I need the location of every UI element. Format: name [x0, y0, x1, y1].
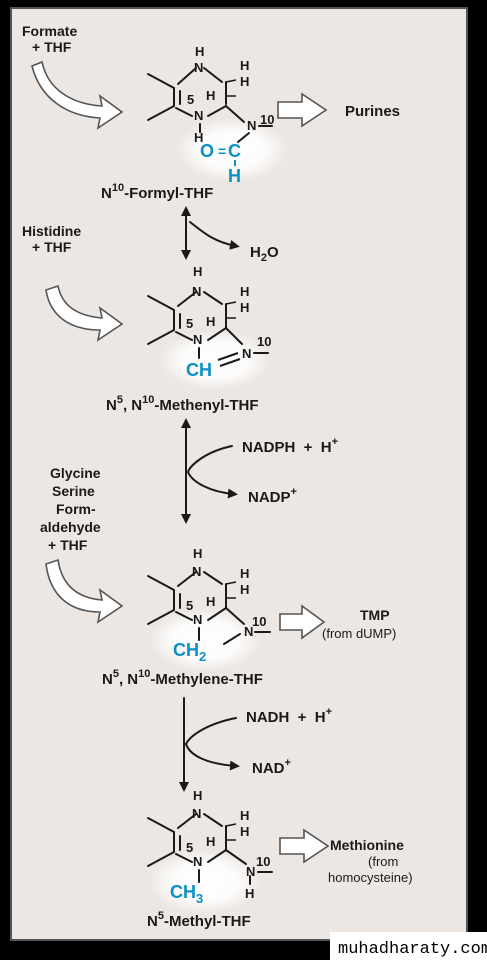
svg-text:H: H — [240, 808, 249, 823]
form-label: Form- — [56, 501, 96, 517]
formyl-double-bond: = — [218, 143, 226, 159]
svg-text:10: 10 — [256, 854, 270, 869]
nadh-nad-arrow — [184, 717, 240, 771]
formyl-o: O — [200, 141, 214, 161]
methyl-ch3-group: CH3 — [170, 882, 203, 906]
formate-label: Formate — [22, 23, 77, 39]
svg-text:H: H — [240, 566, 249, 581]
formyl-thf-structure: H N H H H 5 N H N 10 O = C H — [147, 44, 288, 186]
methylene-glow — [149, 608, 261, 672]
svg-text:N: N — [193, 612, 202, 627]
formyl-glow — [176, 118, 288, 182]
svg-text:10: 10 — [252, 614, 266, 629]
histidine-thf-label: + THF — [32, 239, 72, 255]
svg-text:H: H — [206, 314, 215, 329]
svg-text:H: H — [245, 886, 254, 901]
histidine-label: Histidine — [22, 223, 81, 239]
glycine-curved-arrow — [45, 558, 124, 624]
svg-text:10: 10 — [257, 334, 271, 349]
formate-thf-label: + THF — [32, 39, 72, 55]
svg-text:N: N — [193, 854, 202, 869]
svg-text:10: 10 — [260, 112, 274, 127]
methionine-hollow-arrow — [279, 828, 330, 864]
methenyl-glow — [159, 330, 271, 390]
histidine-input: Histidine + THF — [22, 223, 124, 342]
nad-label: NAD+ — [252, 757, 291, 777]
methenyl-ch-group: CH — [186, 360, 212, 380]
methenyl-methylene-interconversion: NADPH + H+ NADP+ — [181, 418, 338, 524]
methylene-ch2-group: CH2 — [173, 640, 206, 664]
svg-text:N: N — [246, 864, 255, 879]
purines-hollow-arrow — [277, 92, 328, 128]
svg-text:N: N — [193, 332, 202, 347]
methylene-methyl-reduction: NADH + H+ NAD+ — [179, 697, 332, 792]
svg-text:5: 5 — [187, 92, 194, 107]
nadh-label: NADH + H+ — [246, 706, 332, 726]
svg-text:H: H — [240, 300, 249, 315]
glycine-serine-input: Glycine Serine Form- aldehyde + THF — [40, 465, 124, 624]
svg-text:H: H — [240, 58, 249, 73]
svg-text:5: 5 — [186, 598, 193, 613]
formyl-thf-name: N10-Formyl-THF — [101, 182, 213, 202]
methenyl-thf-name: N5, N10-Methenyl-THF — [106, 394, 259, 414]
methylene-thf-structure: H N H H H 5 N 10 N CH2 — [147, 546, 271, 672]
formate-curved-arrow — [31, 60, 124, 130]
svg-text:N: N — [192, 284, 201, 299]
nadph-nadp-arrow — [186, 445, 238, 499]
methionine-source-label: homocysteine) — [328, 870, 413, 885]
h2o-release-arrow — [189, 221, 240, 250]
methionine-from-label: (from — [368, 854, 398, 869]
svg-text:H: H — [194, 130, 203, 145]
glycine-label: Glycine — [50, 465, 101, 481]
h2o-label: H2O — [250, 244, 279, 264]
svg-text:N: N — [194, 60, 203, 75]
formyl-h: H — [228, 166, 241, 186]
formyl-c: C — [228, 141, 241, 161]
svg-text:N: N — [194, 108, 203, 123]
svg-text:5: 5 — [186, 316, 193, 331]
aldehyde-label: aldehyde — [40, 519, 101, 535]
methionine-label: Methionine — [330, 837, 404, 853]
svg-text:H: H — [193, 788, 202, 803]
tmp-output: TMP (from dUMP) — [279, 604, 396, 641]
svg-text:H: H — [193, 546, 202, 561]
histidine-curved-arrow — [45, 284, 124, 342]
methyl-thf-structure: H N H H H 5 N 10 N H CH3 — [147, 788, 273, 914]
svg-text:H: H — [240, 284, 249, 299]
svg-text:N: N — [242, 346, 251, 361]
methyl-thf-name: N5-Methyl-THF — [147, 910, 251, 930]
purines-output: Purines — [277, 92, 400, 128]
svg-text:H: H — [240, 824, 249, 839]
methyl-glow — [149, 850, 261, 914]
watermark-box — [330, 932, 487, 960]
svg-text:5: 5 — [186, 840, 193, 855]
svg-text:H: H — [206, 88, 215, 103]
svg-text:H: H — [195, 44, 204, 59]
tmp-hollow-arrow — [279, 604, 326, 640]
glycine-thf-label: + THF — [48, 537, 88, 553]
svg-text:N: N — [244, 624, 253, 639]
svg-text:H: H — [240, 74, 249, 89]
svg-text:H: H — [240, 582, 249, 597]
nadph-label: NADPH + H+ — [242, 436, 338, 456]
tmp-source-label: (from dUMP) — [322, 626, 396, 641]
methenyl-thf-structure: H N H H H 5 N 10 N CH — [147, 264, 271, 390]
watermark-text: muhadharaty.com — [338, 940, 487, 959]
svg-text:N: N — [192, 806, 201, 821]
tmp-label: TMP — [360, 607, 390, 623]
svg-text:H: H — [206, 834, 215, 849]
serine-label: Serine — [52, 483, 95, 499]
svg-text:N: N — [192, 564, 201, 579]
methylene-thf-name: N5, N10-Methylene-THF — [102, 668, 263, 688]
nadp-label: NADP+ — [248, 486, 297, 506]
svg-text:N: N — [247, 118, 256, 133]
methionine-output: Methionine (from homocysteine) — [279, 828, 413, 885]
formyl-methenyl-interconversion: H2O — [181, 206, 279, 264]
svg-text:H: H — [206, 594, 215, 609]
formate-input: Formate + THF — [22, 23, 124, 130]
svg-text:H: H — [193, 264, 202, 279]
purines-label: Purines — [345, 103, 400, 120]
